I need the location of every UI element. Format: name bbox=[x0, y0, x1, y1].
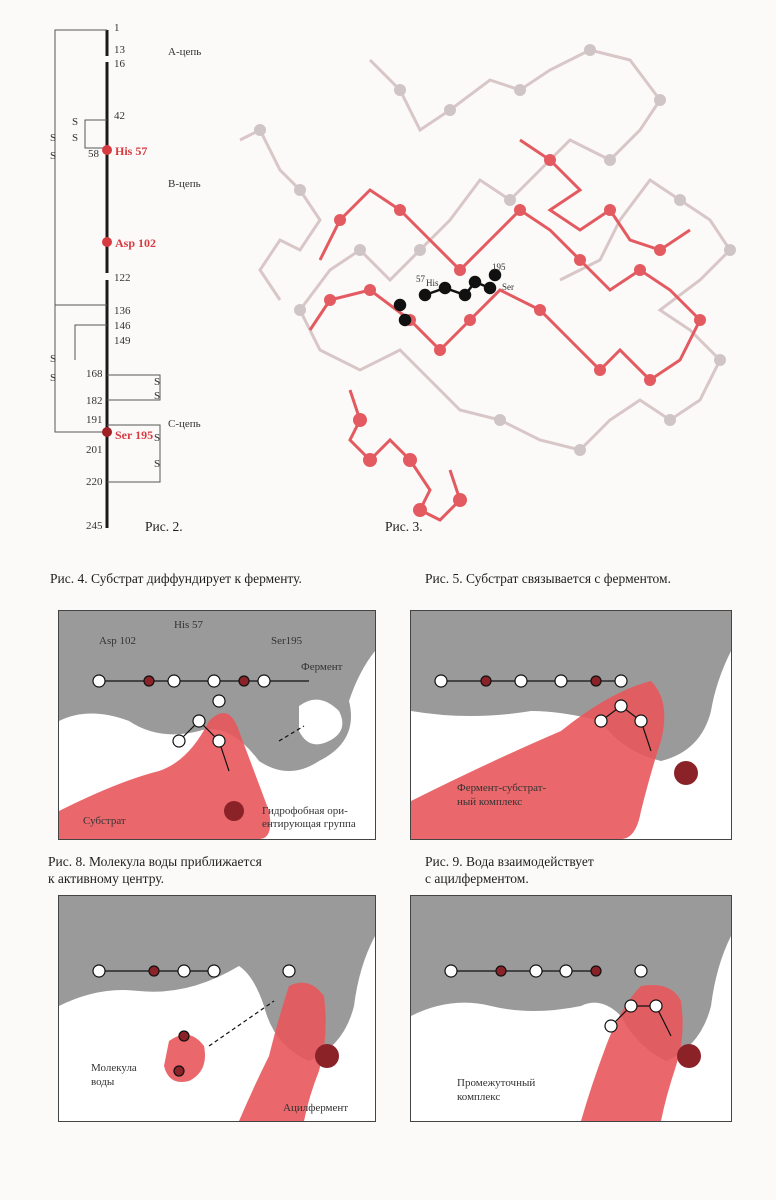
fig3-svg bbox=[239, 44, 736, 522]
fig8-panel: Молекула воды Ацилфермент bbox=[58, 895, 376, 1122]
water-label: Молекула воды bbox=[91, 1061, 137, 1089]
chain-b-label: В-цепь bbox=[168, 178, 201, 190]
ss-label: S bbox=[50, 353, 57, 365]
tick-58: 58 bbox=[88, 148, 99, 160]
complex-line1: Фермент-субстрат- bbox=[457, 782, 547, 794]
enzyme-label: Фермент bbox=[301, 661, 343, 673]
fig2-caption: Рис. 2. bbox=[145, 519, 183, 534]
fig8-caption-line2: к активному центру. bbox=[48, 871, 165, 886]
his57-label: His 57 bbox=[174, 619, 204, 631]
fig9-svg bbox=[411, 896, 731, 1121]
fig9-panel: Промежуточный комплекс bbox=[410, 895, 732, 1122]
tick-42: 42 bbox=[114, 110, 125, 122]
fig2-svg bbox=[54, 29, 161, 528]
tick-122: 122 bbox=[114, 272, 131, 284]
tick-136: 136 bbox=[114, 305, 131, 317]
fig5-svg bbox=[411, 611, 731, 839]
ser195-label: Ser 195 bbox=[115, 428, 154, 442]
substrate-label: Субстрат bbox=[83, 815, 126, 827]
tick-13: 13 bbox=[114, 44, 125, 56]
ss-label: S bbox=[154, 432, 161, 444]
hydrophobic-line1: Гидрофобная ори- bbox=[262, 805, 348, 817]
tick-220: 220 bbox=[86, 476, 103, 488]
fig5-caption: Рис. 5. Субстрат связывается с ферментом… bbox=[425, 571, 671, 586]
ss-label: S bbox=[72, 116, 79, 128]
n195-label: 195 bbox=[492, 262, 506, 272]
fig5-panel: Фермент-субстрат- ный комплекс bbox=[410, 610, 732, 840]
intermediate-line2: комплекс bbox=[457, 1091, 501, 1103]
ss-label: S bbox=[50, 150, 57, 162]
ss-label: S bbox=[154, 376, 161, 388]
ser-label: Ser bbox=[502, 282, 514, 292]
acyl-enzyme-label: Ацилфермент bbox=[283, 1102, 349, 1114]
fig9-caption: Рис. 9. Вода взаимодействует с ацилферме… bbox=[425, 853, 594, 887]
tick-146: 146 bbox=[114, 320, 131, 332]
fig2-chain-diagram: 1 13 16 42 58 122 136 146 149 168 182 19… bbox=[20, 20, 220, 540]
water-line1: Молекула bbox=[91, 1062, 137, 1074]
tick-1: 1 bbox=[114, 22, 120, 34]
fig9-caption-line1: Рис. 9. Вода взаимодействует bbox=[425, 854, 594, 869]
water-line2: воды bbox=[91, 1076, 115, 1088]
chain-a-label: А-цепь bbox=[168, 46, 202, 58]
asp102-label: Asp 102 bbox=[99, 635, 136, 647]
tick-168: 168 bbox=[86, 368, 103, 380]
hydrophobic-line2: ентирующая группа bbox=[262, 818, 356, 830]
fig4-panel: Asp 102 His 57 Ser195 Фермент Субстрат Г… bbox=[58, 610, 376, 840]
ss-label: S bbox=[72, 132, 79, 144]
tick-149: 149 bbox=[114, 335, 131, 347]
tick-16: 16 bbox=[114, 58, 125, 70]
fig8-caption: Рис. 8. Молекула воды приближается к акт… bbox=[48, 853, 262, 887]
ss-label: S bbox=[50, 132, 57, 144]
fig3-structure: His 57 195 Ser Рис. 3. bbox=[220, 20, 770, 540]
ss-label: S bbox=[154, 458, 161, 470]
fig8-svg bbox=[59, 896, 375, 1121]
his57-label: His 57 bbox=[115, 144, 148, 158]
his-label: His bbox=[426, 278, 439, 288]
intermediate-complex-label: Промежуточный комплекс bbox=[457, 1076, 535, 1104]
chain-c-label: С-цепь bbox=[168, 418, 201, 430]
ss-label: S bbox=[154, 390, 161, 402]
tick-201: 201 bbox=[86, 444, 103, 456]
hydrophobic-group-label: Гидрофобная ори- ентирующая группа bbox=[262, 805, 356, 831]
intermediate-line1: Промежуточный bbox=[457, 1077, 536, 1089]
ss-label: S bbox=[50, 372, 57, 384]
n57-label: 57 bbox=[416, 274, 425, 284]
complex-line2: ный комплекс bbox=[457, 796, 523, 808]
fig9-caption-line2: с ацилферментом. bbox=[425, 871, 529, 886]
complex-label: Фермент-субстрат- ный комплекс bbox=[457, 781, 546, 809]
tick-182: 182 bbox=[86, 395, 103, 407]
fig3-caption: Рис. 3. bbox=[385, 519, 423, 534]
tick-191: 191 bbox=[86, 414, 103, 426]
asp102-label: Asp 102 bbox=[115, 236, 157, 250]
fig4-caption: Рис. 4. Субстрат диффундирует к ферменту… bbox=[50, 571, 302, 586]
ser195-label: Ser195 bbox=[271, 635, 303, 647]
fig4-svg bbox=[59, 611, 375, 839]
tick-245: 245 bbox=[86, 520, 103, 532]
fig8-caption-line1: Рис. 8. Молекула воды приближается bbox=[48, 854, 262, 869]
